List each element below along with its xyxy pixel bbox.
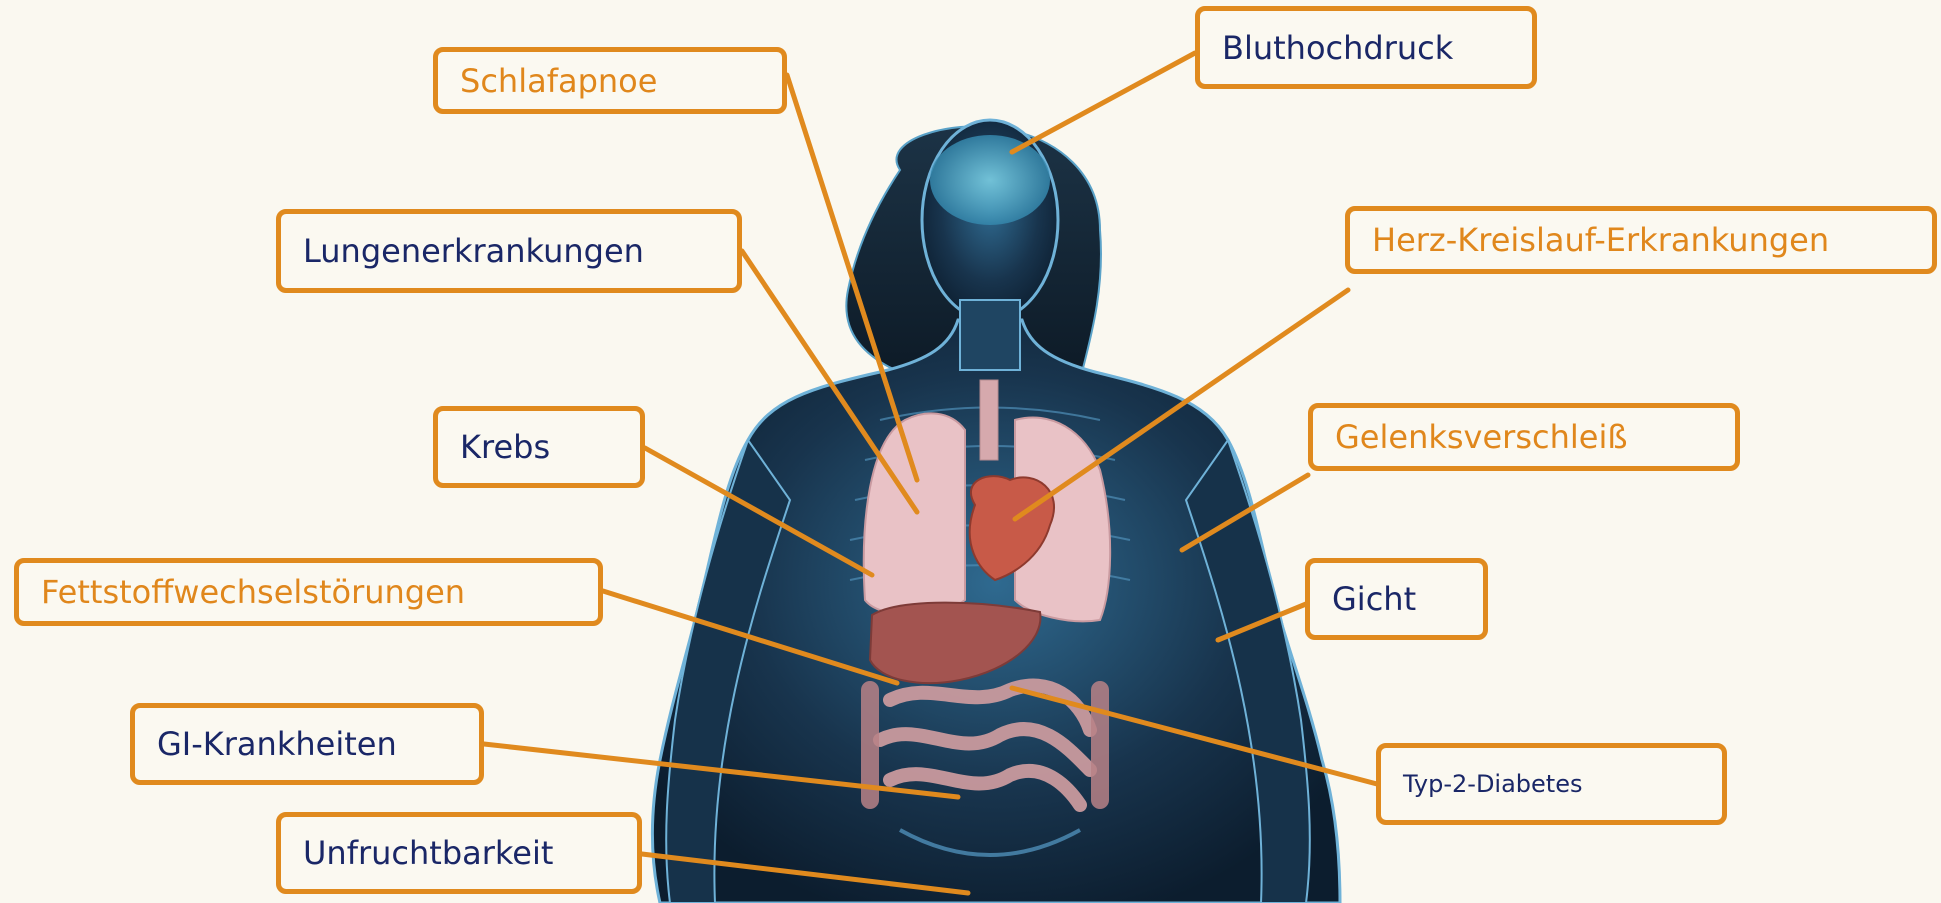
label-schlafapnoe: Schlafapnoe: [433, 47, 787, 114]
label-gi-krankheiten: GI-Krankheiten: [130, 703, 484, 785]
label-fettstoffwechsel: Fettstoffwechselstörungen: [14, 558, 603, 626]
neck-shape: [960, 300, 1020, 370]
label-fettstoffwechsel-text: Fettstoffwechselstörungen: [41, 573, 465, 611]
label-krebs-text: Krebs: [460, 428, 550, 466]
label-schlafapnoe-text: Schlafapnoe: [460, 62, 657, 100]
label-gicht: Gicht: [1305, 558, 1488, 640]
brain-shape: [930, 135, 1050, 225]
label-unfruchtbarkeit: Unfruchtbarkeit: [276, 812, 642, 894]
label-gi-krankheiten-text: GI-Krankheiten: [157, 725, 397, 763]
label-typ2-diabetes: Typ-2-Diabetes: [1376, 743, 1727, 825]
label-herz-kreislauf-text: Herz-Kreislauf-Erkrankungen: [1372, 221, 1829, 259]
label-gelenksverschleiss-text: Gelenksverschleiß: [1335, 418, 1628, 456]
label-lungenerkrankungen-text: Lungenerkrankungen: [303, 232, 644, 270]
trachea-shape: [980, 380, 998, 460]
label-herz-kreislauf: Herz-Kreislauf-Erkrankungen: [1345, 206, 1937, 274]
label-lungenerkrankungen: Lungenerkrankungen: [276, 209, 742, 293]
label-gicht-text: Gicht: [1332, 580, 1416, 618]
label-typ2-diabetes-text: Typ-2-Diabetes: [1403, 770, 1582, 798]
leader-bluthochdruck: [1012, 53, 1195, 152]
label-gelenksverschleiss: Gelenksverschleiß: [1308, 403, 1740, 471]
label-bluthochdruck-text: Bluthochdruck: [1222, 29, 1453, 67]
label-krebs: Krebs: [433, 406, 645, 488]
label-unfruchtbarkeit-text: Unfruchtbarkeit: [303, 834, 553, 872]
label-bluthochdruck: Bluthochdruck: [1195, 6, 1537, 89]
